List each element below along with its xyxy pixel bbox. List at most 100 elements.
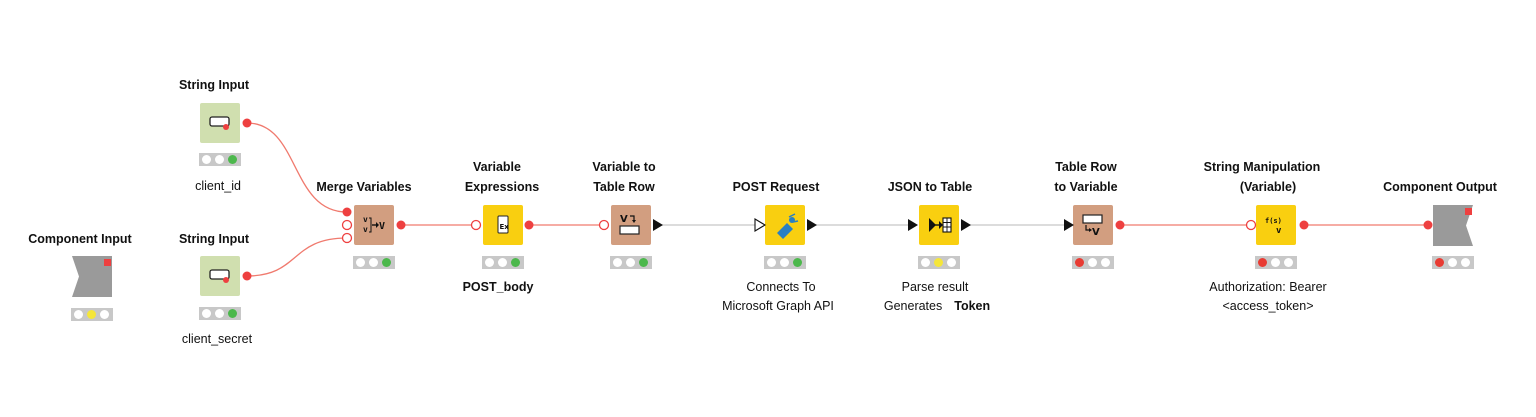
string-input-node-2-box[interactable]	[200, 256, 252, 296]
status-light-2	[626, 258, 635, 267]
status-light-2	[215, 155, 224, 164]
string-input-node-1-box[interactable]	[200, 103, 252, 143]
component-input-node[interactable]	[72, 256, 112, 297]
output-port[interactable]	[807, 219, 817, 231]
rest-post-icon	[777, 213, 799, 239]
status-light-1	[767, 258, 776, 267]
node-status-json-to-table	[918, 256, 960, 269]
node-label-client-id[interactable]: client_id	[195, 179, 241, 193]
json-to-table-node-box[interactable]	[908, 205, 971, 245]
node-title-variable-expressions-line1: Variable	[473, 160, 521, 174]
node-status-merge-variables	[353, 256, 395, 269]
svg-text:V: V	[1092, 227, 1100, 238]
node-title-string-input-1: String Input	[178, 78, 250, 92]
status-light-3	[1284, 258, 1293, 267]
node-status-component-input	[71, 308, 113, 321]
post-request-node-box[interactable]	[754, 205, 817, 245]
flow-variable-port[interactable]	[1465, 208, 1472, 215]
output-port[interactable]	[961, 219, 971, 231]
input-port[interactable]	[1245, 219, 1257, 231]
node-label-post-request-line2[interactable]: Microsoft Graph API	[722, 299, 834, 313]
output-port[interactable]	[1115, 220, 1125, 230]
output-port[interactable]	[524, 220, 534, 230]
svg-text:f(s): f(s)	[1265, 217, 1282, 225]
node-status-variable-expressions	[482, 256, 524, 269]
node-title-json-to-table: JSON to Table	[887, 180, 973, 194]
variable-to-table-row-node-box[interactable]: V	[598, 205, 664, 245]
node-label-post-request-line1[interactable]: Connects To	[746, 280, 816, 294]
input-port[interactable]	[470, 219, 482, 231]
connections	[246, 122, 1428, 277]
merge-variables-node-box[interactable]: v v V	[341, 205, 406, 245]
connection-client-id-to-merge[interactable]	[246, 122, 348, 213]
node-title-component-input: Component Input	[28, 232, 132, 246]
svg-text:V: V	[620, 214, 628, 225]
output-port[interactable]	[396, 220, 406, 230]
status-light-3	[382, 258, 391, 267]
node-label-string-manipulation-line1[interactable]: Authorization: Bearer	[1209, 280, 1327, 294]
status-light-1	[1075, 258, 1084, 267]
svg-text:V: V	[379, 221, 385, 232]
input-port[interactable]	[1423, 220, 1433, 230]
label-generates: Generates	[883, 299, 943, 313]
table-row-to-variable-icon: V	[1082, 214, 1103, 238]
node-status-table-row-to-variable	[1072, 256, 1114, 269]
label-token: Token	[954, 299, 991, 313]
node-title-variable-expressions-line2: Expressions	[464, 180, 540, 194]
node-title-variable-to-table-row-line1: Variable to	[592, 160, 656, 174]
input-port[interactable]	[1064, 219, 1074, 231]
svg-text:v: v	[1276, 226, 1282, 236]
node-title-post-request: POST Request	[732, 180, 820, 194]
svg-text:v: v	[363, 225, 368, 234]
node-title-variable-to-table-row-line2: Table Row	[593, 180, 655, 194]
status-light-2	[498, 258, 507, 267]
status-light-2	[1271, 258, 1280, 267]
variable-expressions-node-box[interactable]: Ex	[470, 205, 534, 245]
node-status-string-input-2	[199, 307, 241, 320]
flow-variable-port[interactable]	[104, 259, 111, 266]
flow-variable-output-port[interactable]	[242, 271, 252, 281]
input-port[interactable]	[754, 218, 767, 232]
status-light-3	[793, 258, 802, 267]
expression-icon: Ex	[497, 215, 510, 234]
status-light-3	[100, 310, 109, 319]
status-light-2	[1088, 258, 1097, 267]
node-status-string-manipulation	[1255, 256, 1297, 269]
input-port-2[interactable]	[341, 219, 353, 231]
input-port-1[interactable]	[342, 207, 352, 217]
node-label-string-manipulation-line2[interactable]: <access_token>	[1222, 299, 1314, 313]
node-label-post-body[interactable]: POST_body	[462, 280, 534, 294]
component-output-node[interactable]	[1423, 205, 1474, 246]
component-port-icon	[1433, 205, 1473, 246]
input-port-3[interactable]	[341, 232, 353, 244]
status-light-1	[1435, 258, 1444, 267]
status-light-3	[639, 258, 648, 267]
output-port[interactable]	[653, 219, 663, 231]
node-label-json-to-table-line1[interactable]: Parse result	[901, 280, 969, 294]
status-light-2	[780, 258, 789, 267]
node-title-table-row-to-variable-line1: Table Row	[1055, 160, 1117, 174]
table-row-to-variable-node-box[interactable]: V	[1064, 205, 1125, 245]
status-light-3	[228, 155, 237, 164]
status-light-1	[74, 310, 83, 319]
node-status-post-request	[764, 256, 806, 269]
status-light-3	[1101, 258, 1110, 267]
svg-text:Ex: Ex	[500, 223, 510, 231]
status-light-1	[1258, 258, 1267, 267]
connection-client-secret-to-merge[interactable]	[246, 237, 348, 277]
output-port[interactable]	[1299, 220, 1309, 230]
input-port[interactable]	[908, 219, 918, 231]
input-port[interactable]	[598, 219, 610, 231]
node-status-string-input-1	[199, 153, 241, 166]
string-manipulation-node-box[interactable]: f(s) v	[1245, 205, 1309, 245]
variable-to-table-row-icon: V	[619, 214, 640, 235]
node-label-json-to-table-line2[interactable]: Generates Token	[837, 297, 1037, 316]
svg-text:v: v	[363, 215, 368, 224]
status-light-1	[613, 258, 622, 267]
status-light-1	[485, 258, 494, 267]
node-label-client-secret[interactable]: client_secret	[181, 332, 253, 346]
status-light-3	[947, 258, 956, 267]
flow-variable-output-port[interactable]	[242, 118, 252, 128]
string-widget-icon	[209, 116, 230, 130]
